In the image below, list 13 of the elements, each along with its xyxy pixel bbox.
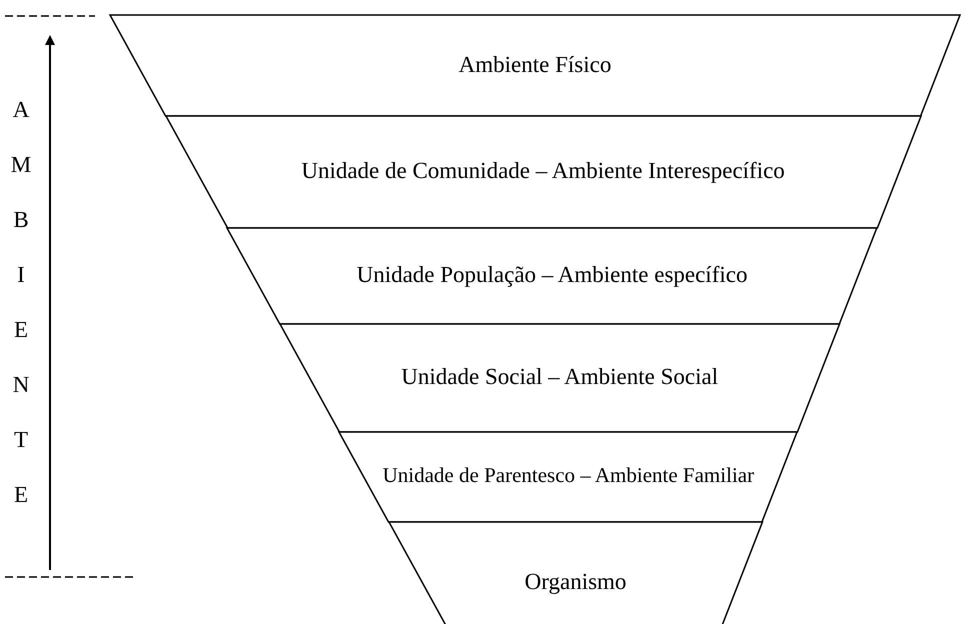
funnel-band — [339, 432, 798, 522]
vertical-label: AMBIENTE — [10, 96, 32, 509]
band-label: Organismo — [524, 569, 628, 595]
band-label: Ambiente Físico — [458, 52, 612, 78]
funnel-band — [166, 116, 921, 228]
band-label: Unidade de Comunidade – Ambiente Interespecífico — [300, 158, 786, 184]
funnel-band — [227, 228, 877, 324]
funnel-band — [388, 522, 762, 624]
band-label: Unidade Social – Ambiente Social — [400, 364, 720, 390]
band-label: Unidade População – Ambiente específico — [356, 262, 748, 288]
funnel-band — [280, 324, 840, 432]
band-label: Unidade de Parentesco – Ambiente Familiar — [382, 463, 756, 488]
funnel-band — [110, 15, 960, 116]
